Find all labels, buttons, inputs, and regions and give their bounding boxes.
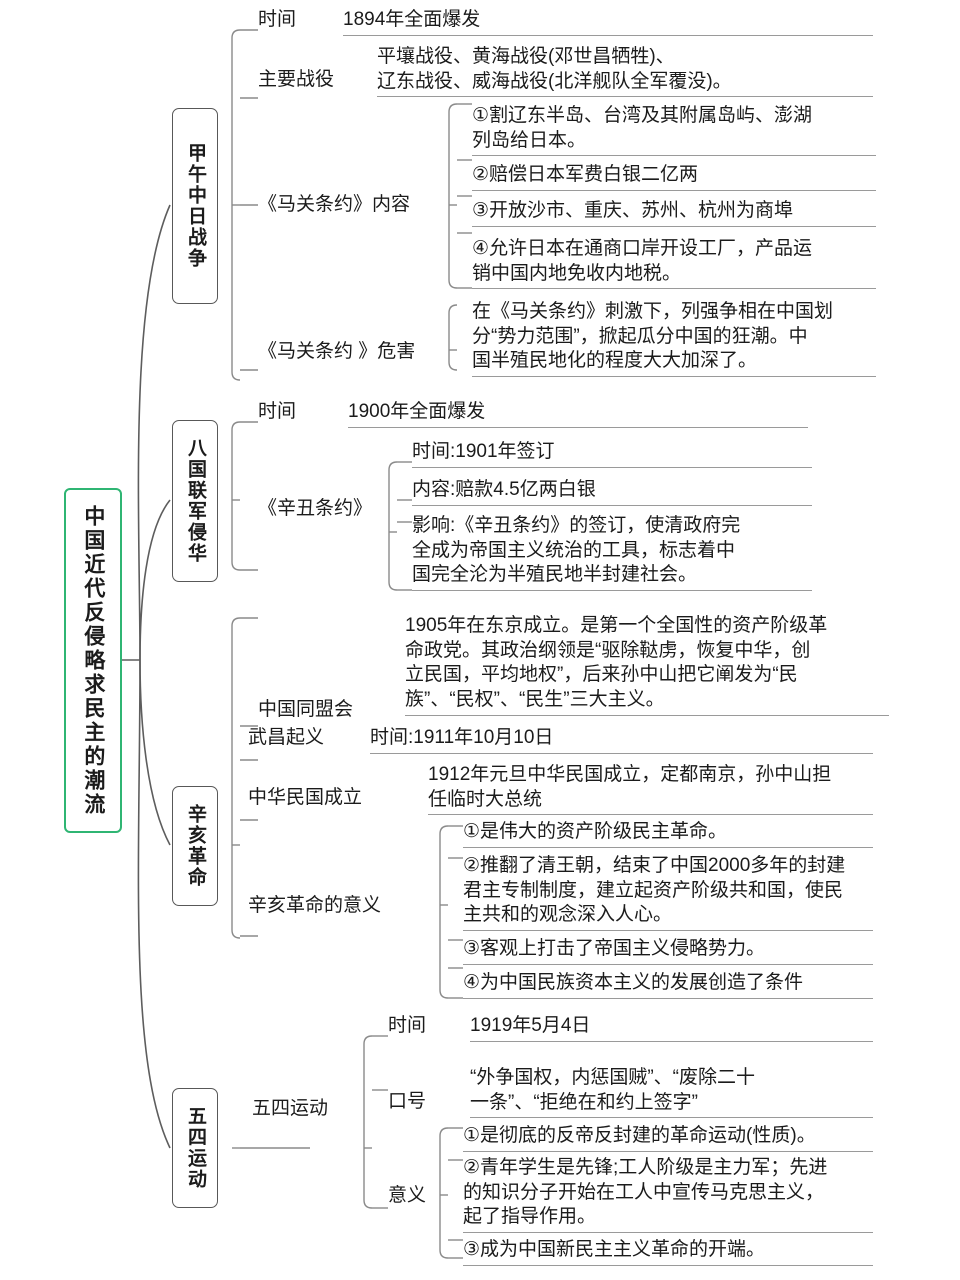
topic-body-wusi-meaning-2: ②青年学生是先锋;工人阶级是主力军；先进 的知识分子开始在工人中宣传马克思主义，… — [463, 1156, 873, 1234]
topic-label-wusi-time[interactable]: 时间 — [388, 1015, 427, 1036]
topic-label-xinhai-tongmenghui[interactable]: 中国同盟会 — [258, 699, 354, 720]
topic-label-jiawu-treaty[interactable]: 《马关条约》内容 — [258, 194, 411, 215]
topic-body-wusi-time: 1919年5月4日 — [470, 1014, 873, 1042]
topic-label-baguo-treaty[interactable]: 《辛丑条约》 — [258, 498, 373, 519]
topic-body-wusi-slogan: “外争国权，内惩国贼”、“废除二十 一条”、“拒绝在和约上签字” — [470, 1066, 873, 1119]
topic-body-xinhai-tongmenghui: 1905年在东京成立。是第一个全国性的资产阶级革 命政党。其政治纲领是“驱除鞑虏… — [405, 614, 889, 716]
topic-label-jiawu-harm[interactable]: 《马关条约 》危害 — [258, 341, 416, 362]
topic-body-jiawu-battles: 平壤战役、黄海战役(邓世昌牺牲)、 辽东战役、威海战役(北洋舰队全军覆没)。 — [377, 45, 873, 98]
branch-label-wusi: 五四运动 — [184, 1106, 206, 1190]
topic-body-jiawu-treaty-4: ④允许日本在通商口岸开设工厂，产品运 销中国内地免收内地税。 — [472, 237, 876, 290]
topic-body-jiawu-treaty-1: ①割辽东半岛、台湾及其附属岛屿、澎湖 列岛给日本。 — [472, 104, 876, 157]
topic-body-jiawu-time: 1894年全面爆发 — [343, 8, 873, 36]
branch-node-baguo[interactable]: 八国联军侵华 — [172, 420, 218, 582]
topic-body-baguo-treaty-2: 内容:赔款4.5亿两白银 — [412, 478, 812, 506]
topic-body-baguo-time: 1900年全面爆发 — [348, 400, 808, 428]
root-node-label: 中国近代反侵略求民主的潮流 — [81, 504, 105, 817]
topic-label-xinhai-wuchang[interactable]: 武昌起义 — [248, 727, 325, 748]
root-node[interactable]: 中国近代反侵略求民主的潮流 — [64, 488, 122, 833]
branch-label-jiawu: 甲午中日战争 — [184, 143, 206, 269]
topic-label-xinhai-meaning[interactable]: 辛亥革命的意义 — [248, 895, 382, 916]
topic-body-xinhai-wuchang: 时间:1911年10月10日 — [370, 726, 873, 754]
topic-body-xinhai-meaning-3: ③客观上打击了帝国主义侵略势力。 — [463, 937, 873, 965]
topic-label-jiawu-battles[interactable]: 主要战役 — [258, 69, 335, 90]
topic-label-wusi-slogan[interactable]: 口号 — [388, 1091, 427, 1112]
branch-node-wusi[interactable]: 五四运动 — [172, 1088, 218, 1208]
branch-node-jiawu[interactable]: 甲午中日战争 — [172, 108, 218, 304]
topic-body-xinhai-meaning-2: ②推翻了清王朝，结束了中国2000多年的封建 君主专制制度，建立起资产阶级共和国… — [463, 854, 873, 932]
topic-body-jiawu-treaty-2: ②赔偿日本军费白银二亿两 — [472, 163, 876, 191]
branch-label-xinhai: 辛亥革命 — [184, 804, 206, 888]
topic-body-jiawu-harm: 在《马关条约》刺激下，列强争相在中国划 分“势力范围”，掀起瓜分中国的狂潮。中 … — [472, 300, 876, 378]
topic-label-jiawu-time[interactable]: 时间 — [258, 9, 297, 30]
topic-body-jiawu-treaty-3: ③开放沙市、重庆、苏州、杭州为商埠 — [472, 199, 876, 227]
branch-node-xinhai[interactable]: 辛亥革命 — [172, 786, 218, 906]
topic-label-wusi-meaning[interactable]: 意义 — [388, 1185, 427, 1206]
topic-label-xinhai-roc[interactable]: 中华民国成立 — [248, 787, 363, 808]
topic-label-baguo-time[interactable]: 时间 — [258, 401, 297, 422]
branch-label-baguo: 八国联军侵华 — [184, 438, 206, 564]
topic-body-xinhai-meaning-1: ①是伟大的资产阶级民主革命。 — [463, 820, 873, 848]
subgroup-label-wusi[interactable]: 五四运动 — [252, 1098, 329, 1119]
topic-body-wusi-meaning-3: ③成为中国新民主主义革命的开端。 — [463, 1238, 873, 1266]
topic-body-xinhai-meaning-4: ④为中国民族资本主义的发展创造了条件 — [463, 971, 873, 999]
topic-body-xinhai-roc: 1912年元旦中华民国成立，定都南京，孙中山担 任临时大总统 — [428, 763, 873, 816]
topic-body-baguo-treaty-1: 时间:1901年签订 — [412, 440, 812, 468]
topic-body-baguo-treaty-3: 影响:《辛丑条约》的签订，使清政府完 全成为帝国主义统治的工具，标志着中 国完全… — [412, 514, 812, 592]
topic-body-wusi-meaning-1: ①是彻底的反帝反封建的革命运动(性质)。 — [463, 1124, 873, 1152]
